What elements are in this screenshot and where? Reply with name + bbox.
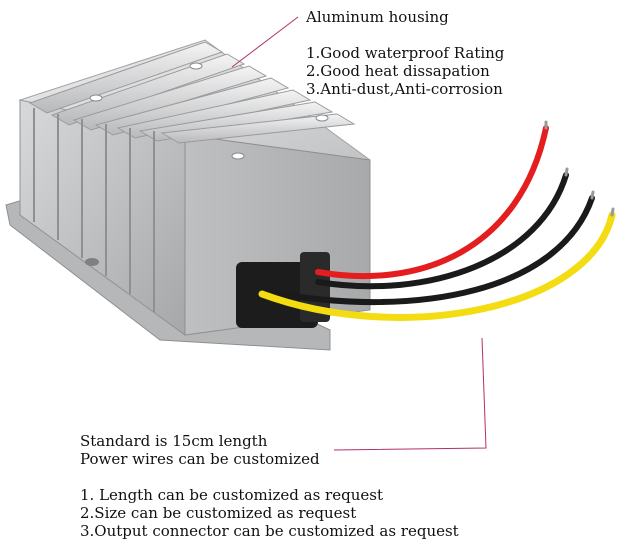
cooling-fins [28,41,356,144]
black-wire-2 [265,195,595,306]
housing-feature-heat: 2.Good heat dissapation [306,62,490,80]
wire-tips [544,120,615,217]
housing-feature-anti-dust: 3.Anti-dust,Anti-corrosion [306,80,503,98]
cable-connector [236,252,330,328]
aluminum-housing [5,39,371,351]
housing-feature-waterproof: 1.Good waterproof Rating [306,44,505,62]
housing-callout-title: Aluminum housing [306,8,449,26]
custom-size-item: 2.Size can be customized as request [80,504,357,522]
yellow-wire [258,211,616,321]
callout-lines [231,16,487,451]
side-fin-grooves [33,108,155,312]
black-wire-1 [315,172,569,290]
red-wire [315,125,549,280]
power-wires [258,120,616,321]
wire-callout-line [333,337,487,451]
custom-connector-item: 3.Output connector can be customized as … [80,522,459,540]
mounting-hole [85,258,99,266]
screw-heads [89,62,329,160]
custom-length-item: 1. Length can be customized as request [80,486,383,504]
wire-custom-note: Power wires can be customized [80,450,320,468]
wire-length-note: Standard is 15cm length [80,432,268,450]
housing-callout-line [231,16,299,68]
